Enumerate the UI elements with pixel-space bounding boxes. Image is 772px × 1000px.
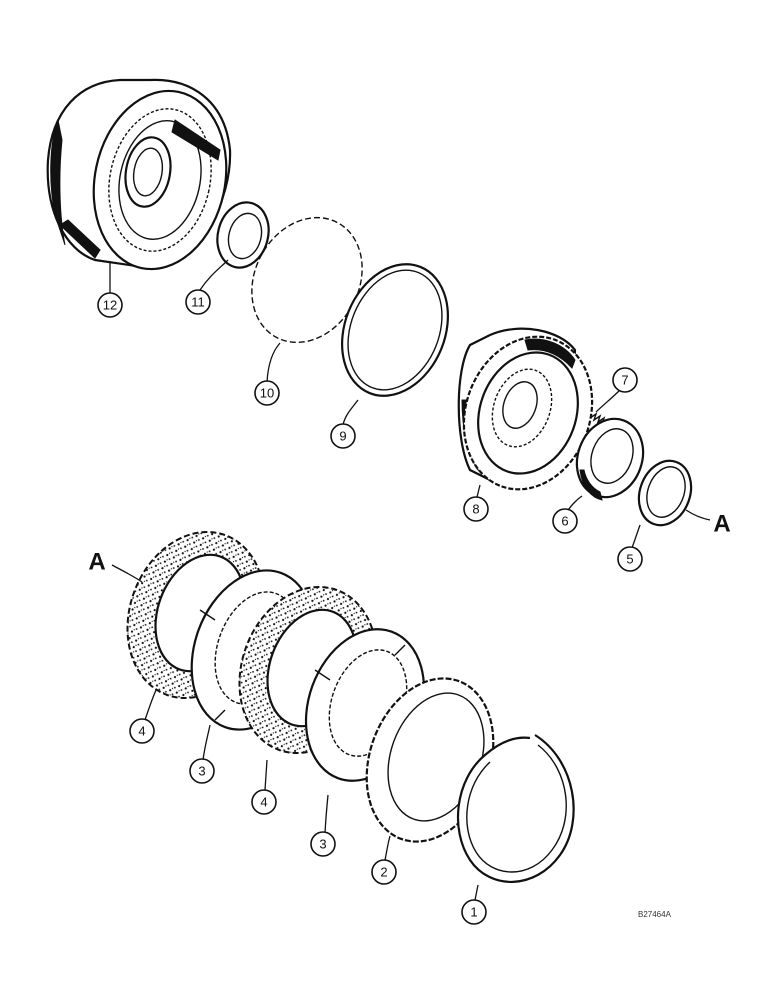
svg-text:5: 5 bbox=[626, 552, 633, 567]
callout-8: 8 bbox=[463, 496, 489, 522]
svg-text:7: 7 bbox=[621, 373, 628, 388]
part-12-clutch-drum bbox=[46, 78, 232, 271]
svg-text:3: 3 bbox=[319, 837, 326, 852]
leader-lines bbox=[109, 259, 711, 901]
callout-3a: 3 bbox=[189, 758, 215, 784]
svg-text:6: 6 bbox=[561, 514, 568, 529]
svg-text:1: 1 bbox=[470, 905, 477, 920]
svg-text:8: 8 bbox=[472, 502, 479, 517]
callout-1: 1 bbox=[461, 899, 487, 925]
callout-12: 12 bbox=[97, 292, 123, 318]
part-8-piston-gear bbox=[457, 327, 594, 491]
svg-text:9: 9 bbox=[339, 429, 346, 444]
part-11-thrust-washer bbox=[216, 201, 270, 269]
part-9-seal-ring bbox=[341, 263, 449, 397]
callout-10: 10 bbox=[254, 380, 280, 406]
callout-9: 9 bbox=[330, 423, 356, 449]
callout-4a: 4 bbox=[129, 718, 155, 744]
svg-text:4: 4 bbox=[260, 795, 267, 810]
ref-letter-a-right: A bbox=[713, 511, 730, 538]
callout-5: 5 bbox=[617, 546, 643, 572]
callout-11: 11 bbox=[185, 289, 211, 315]
svg-text:11: 11 bbox=[191, 295, 205, 310]
part-1-snap-ring bbox=[456, 734, 575, 883]
callout-6: 6 bbox=[552, 508, 578, 534]
callout-4b: 4 bbox=[251, 789, 277, 815]
callout-2: 2 bbox=[371, 859, 397, 885]
svg-text:3: 3 bbox=[198, 764, 205, 779]
svg-text:4: 4 bbox=[138, 724, 145, 739]
ref-letter-a-left: A bbox=[88, 549, 105, 576]
drawing-code: B27464A bbox=[638, 910, 672, 919]
svg-text:2: 2 bbox=[380, 865, 387, 880]
svg-text:12: 12 bbox=[103, 298, 117, 313]
callout-3b: 3 bbox=[310, 831, 336, 857]
part-6-bearing bbox=[575, 417, 645, 501]
part-5-seal bbox=[637, 459, 693, 527]
svg-text:10: 10 bbox=[260, 386, 274, 401]
callout-7: 7 bbox=[612, 367, 638, 393]
